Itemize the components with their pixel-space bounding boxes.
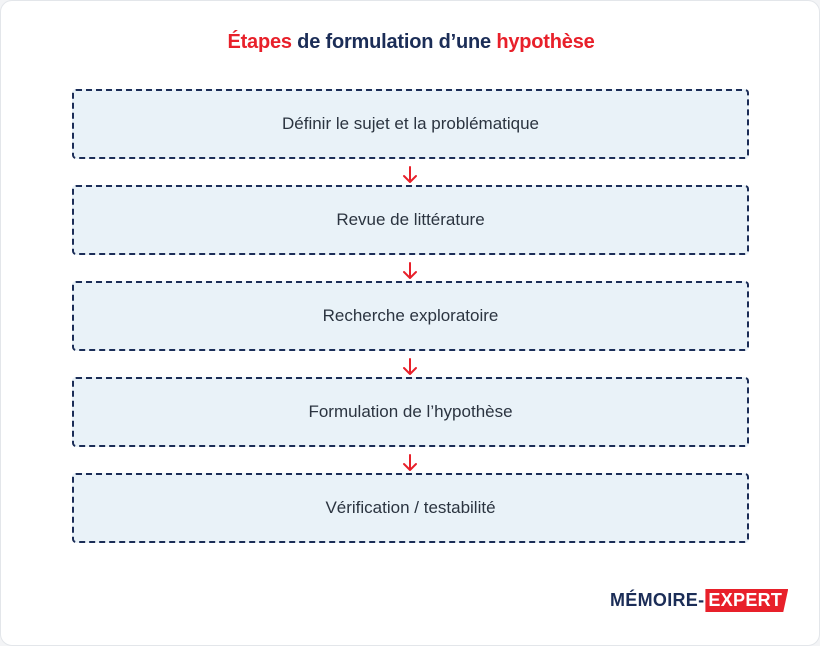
arrow-down-icon — [403, 166, 417, 183]
step-box-5: Vérification / testabilité — [72, 473, 749, 543]
title-etapes: Étapes — [227, 31, 292, 53]
title-hypothese: hypothèse — [496, 31, 595, 53]
logo-memoire: MÉMOIRE- — [610, 590, 705, 610]
step-label-2: Revue de littérature — [336, 210, 485, 229]
arrow-down-icon — [403, 358, 417, 375]
memoire-expert-logo: MÉMOIRE-EXPERT — [610, 589, 789, 612]
diagram-title: Étapes de formulation d’une hypothèse — [1, 31, 820, 54]
step-label-5: Vérification / testabilité — [325, 498, 496, 517]
step-box-4: Formulation de l’hypothèse — [72, 377, 749, 447]
step-box-1: Définir le sujet et la problématique — [72, 89, 749, 159]
step-box-2: Revue de littérature — [72, 185, 749, 255]
arrow-down-icon — [403, 262, 417, 279]
step-label-4: Formulation de l’hypothèse — [308, 402, 513, 421]
step-label-3: Recherche exploratoire — [322, 306, 499, 325]
arrow-down-icon — [403, 454, 417, 471]
title-middle: de formulation d’une — [291, 31, 497, 53]
logo-expert: EXPERT — [705, 589, 789, 612]
step-box-3: Recherche exploratoire — [72, 281, 749, 351]
step-label-1: Définir le sujet et la problématique — [281, 114, 540, 133]
